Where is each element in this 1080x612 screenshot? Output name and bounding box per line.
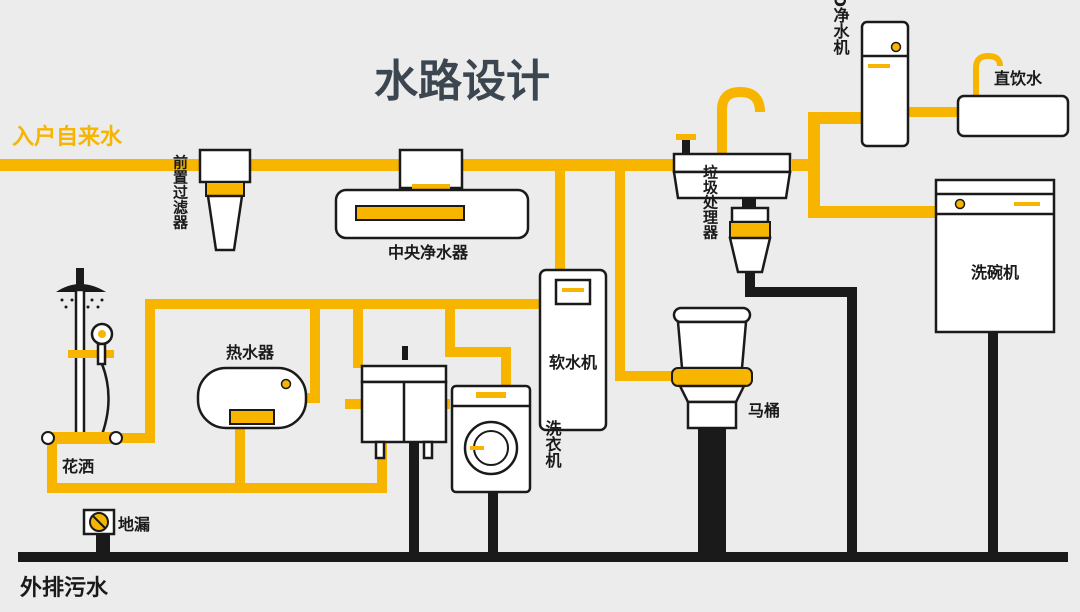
kitchen-sink-unit [672,86,792,200]
direct-drink-basin [956,94,1070,138]
ro-purifier-unit: RO净水机 [831,0,910,148]
garbage-disposer-unit: 垃圾处理器 [701,164,772,274]
faucet-icon [717,86,765,158]
prefilter-unit: 前置过滤器 [171,148,252,252]
inlet-label: 入户自来水 [12,124,123,150]
sink-drain-pipe [409,428,419,554]
prefilter-label: 前置过滤器 [171,154,189,231]
faucet-handle-icon [676,134,696,140]
toilet-label: 马桶 [748,401,780,420]
toilet-seat [671,367,753,387]
washer-supply-pipe [445,304,511,386]
softener-label: 软水机 [549,353,597,372]
softener-body [538,268,608,432]
hot-water-pipe [47,428,245,493]
drain-pipes [18,270,1068,562]
ro-purifier-label: RO净水机 [831,0,850,56]
shower-holder [68,350,114,358]
main-drain-pipe [18,552,1068,562]
heater-label: 热水器 [226,343,275,362]
hand-shower-handle [96,342,107,366]
toilet-bowl [677,384,747,404]
toilet-supply-pipe [615,165,674,381]
washer-unit: 洗衣机 [450,384,562,494]
direct-drink-unit: 直饮水 [956,52,1070,138]
basin-hot-pipe [240,440,387,493]
sink-rim [672,152,792,174]
hand-shower-center [98,330,106,338]
cabinet-leg-right [422,440,434,460]
central-purifier-label: 中央净水器 [388,243,469,262]
dishwasher-supply-pipe [808,165,936,218]
toilet-lid [672,306,752,324]
central-purifier-display [355,205,465,221]
washer-drain-pipe [488,490,498,554]
heater-panel [229,409,275,425]
prefilter-cone [206,194,244,252]
ro-purifier-body [860,20,910,148]
toilet-drain-pipe [698,424,726,554]
central-purifier-unit: 中央净水器 [334,148,530,262]
page-title: 水路设计 [374,56,550,107]
dishwasher-display [1014,202,1040,206]
dishwasher-label: 洗碗机 [971,263,1019,282]
toilet-base [686,400,738,430]
disposer-label: 垃圾处理器 [701,164,719,241]
ro-supply-pipe [792,112,862,171]
shower-unit: 花洒 [41,268,123,476]
central-purifier-head [398,148,464,190]
sink-basin [672,170,792,200]
washer-display [476,392,506,398]
softener-unit: 软水机 [538,268,608,432]
heater-indicator-icon [280,378,292,390]
disposer-body [728,236,772,274]
softener-display [562,288,584,292]
prefilter-band [205,181,245,197]
ro-purifier-display [868,64,890,68]
basin-faucet-icon [402,346,408,360]
washer-handle [470,446,484,450]
disposer-band [729,221,771,239]
faucet-stem-icon [682,140,690,154]
heater-supply-pipe [306,304,320,403]
cabinet-leg-left [374,440,386,460]
shower-mixer [42,432,122,444]
disposer-drain-pipe [745,270,857,554]
central-purifier-band [412,184,450,192]
dishwasher-indicator-icon [954,198,966,210]
shower-rail [74,288,86,442]
floor-drain-grate [92,515,106,529]
disposer-top [730,206,770,224]
dishwasher-drain-pipe [988,332,998,554]
dishwasher-unit: 洗碗机 [934,178,1056,334]
mixer-knob-right [109,431,123,445]
washer-label: 洗衣机 [543,419,562,469]
basin-cabinet-unit [360,346,448,460]
direct-drink-label: 直饮水 [994,69,1043,88]
basin-top [360,364,448,384]
toilet-tank [676,320,748,370]
floor-drain-label: 地漏 [118,515,150,534]
shower-head-icon [56,284,106,292]
mixer-knob-left [41,431,55,445]
shower-hose [98,363,110,441]
toilet-unit: 马桶 [671,306,780,430]
floor-drain-unit: 地漏 [82,508,150,536]
water-heater-unit: 热水器 [196,343,308,430]
heater-body [196,366,308,430]
ro-purifier-indicator-icon [890,41,902,53]
direct-drink-faucet-icon [973,52,1003,96]
prefilter-head [198,148,252,184]
drain-label: 外排污水 [20,575,109,601]
shower-label: 花洒 [62,457,94,476]
disposer-neck [742,198,756,208]
floor-drain-pipe [96,530,110,556]
shower-arm [76,268,84,290]
softener-panel [554,278,592,306]
soft-water-loop [120,299,540,443]
